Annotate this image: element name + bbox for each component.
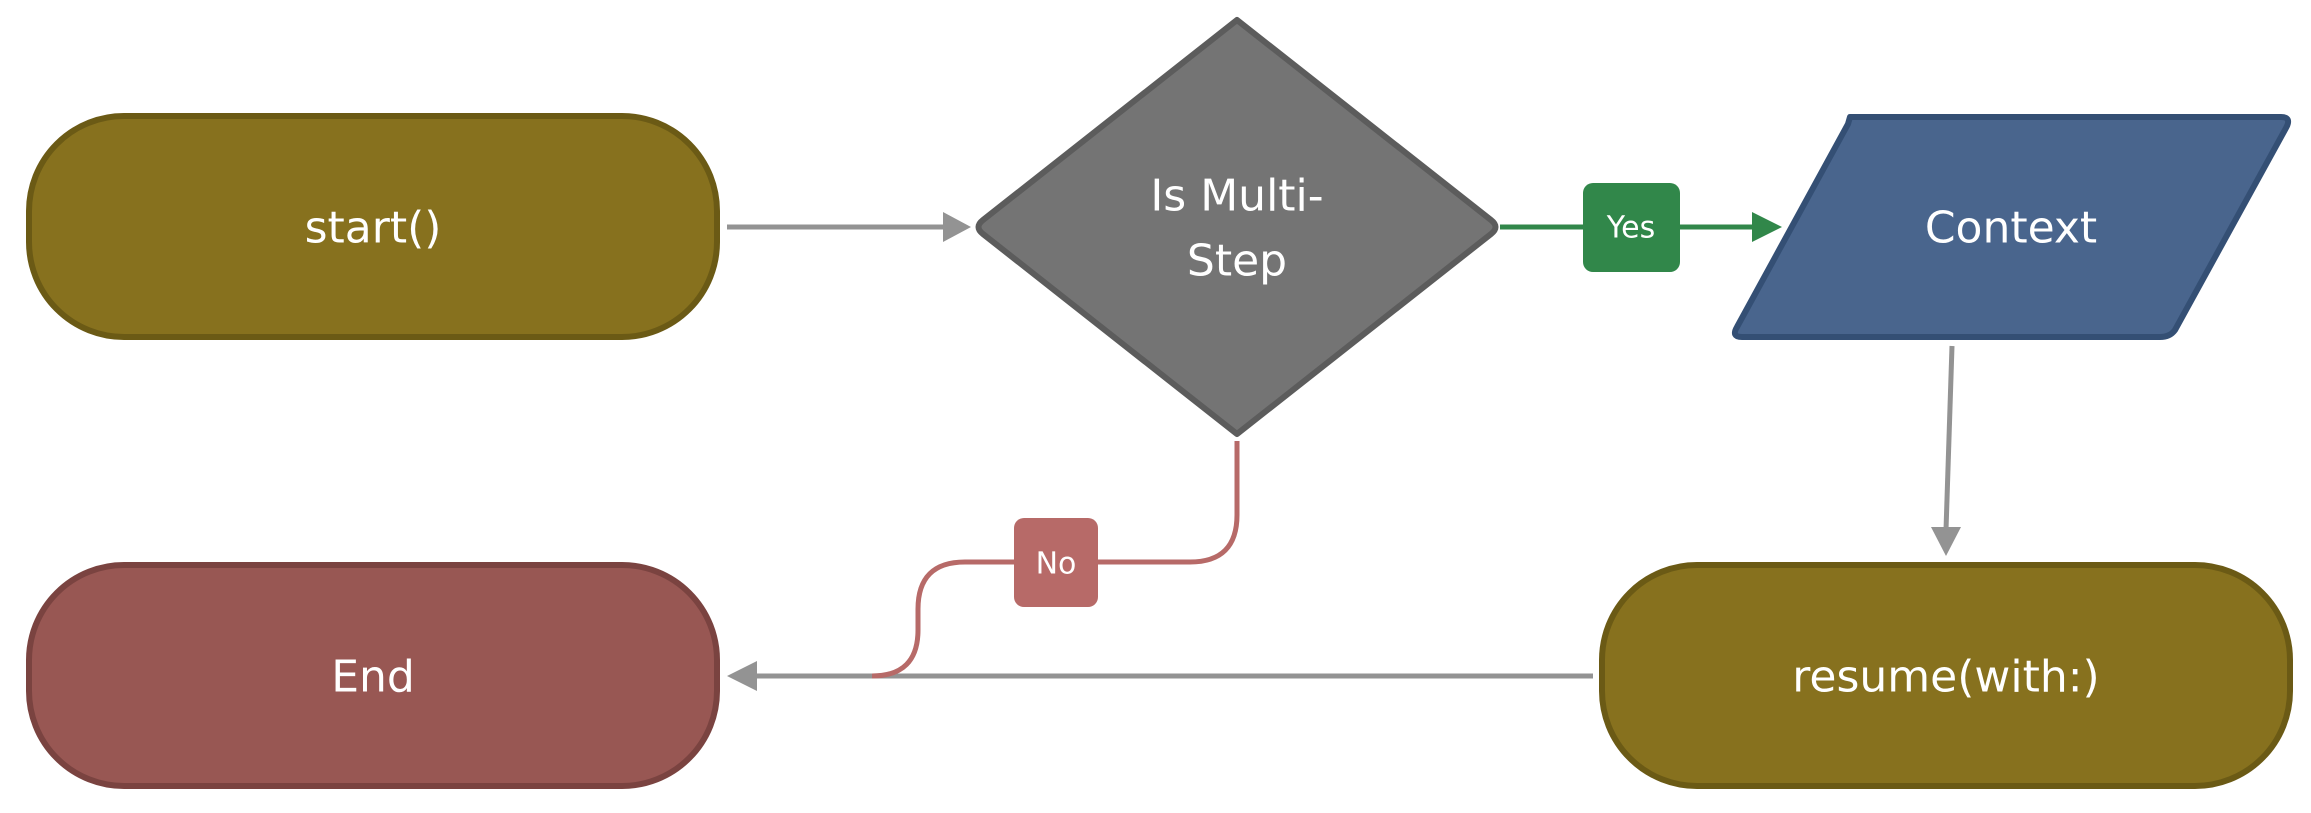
edge-decision-to-context: Yes [1500, 183, 1782, 272]
node-decision[interactable]: Is Multi- Step [975, 17, 1499, 437]
arrowhead [1931, 527, 1961, 556]
node-end[interactable]: End [26, 562, 720, 789]
arrowhead [1752, 212, 1782, 242]
node-context[interactable]: Context [1731, 114, 2292, 340]
node-decision-label-line2: Step [1187, 236, 1287, 287]
node-resume-label: resume(with:) [1792, 652, 2099, 703]
no-label: No [1036, 547, 1077, 582]
edge-decision-to-end: No [871, 441, 1240, 679]
yes-label-box [1583, 183, 1680, 272]
no-label-box [1014, 518, 1098, 607]
node-start[interactable]: start() [26, 113, 720, 340]
node-decision-label-line1: Is Multi- [1150, 171, 1323, 222]
edge-context-to-resume [1931, 345, 1961, 556]
edge-resume-to-end [727, 661, 1593, 691]
node-end-label: End [331, 652, 415, 703]
arrowhead [727, 661, 757, 691]
node-resume[interactable]: resume(with:) [1599, 562, 2293, 789]
yes-label: Yes [1606, 211, 1655, 246]
arrowhead [943, 212, 971, 242]
node-start-label: start() [305, 203, 442, 254]
node-context-label: Context [1925, 203, 2097, 254]
edge-start-to-decision [727, 212, 971, 242]
